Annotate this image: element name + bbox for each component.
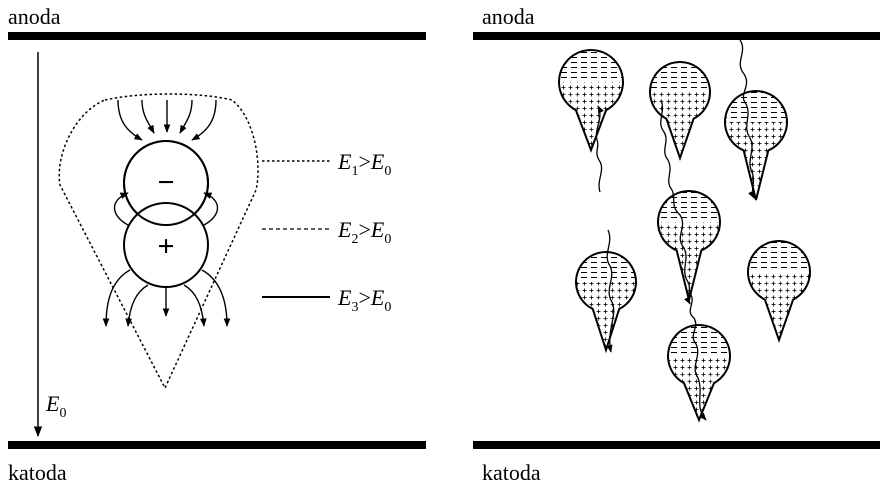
left-anode-plate	[8, 32, 426, 40]
right-panel	[473, 32, 880, 449]
field-e0-label: E0	[45, 391, 66, 421]
right-cathode-label: katoda	[482, 460, 541, 485]
right-anode-label: anoda	[482, 4, 535, 29]
streamer-3	[739, 39, 755, 199]
streamer-5	[688, 291, 707, 421]
droplet	[657, 190, 721, 301]
droplet	[558, 49, 624, 153]
streamer-2	[660, 99, 691, 305]
droplet	[575, 251, 637, 354]
right-cathode-plate	[473, 441, 880, 449]
field-lines-bottom	[102, 269, 231, 327]
droplet	[667, 324, 731, 423]
envelope-e1-dotted	[58, 93, 259, 390]
droplet	[649, 61, 711, 162]
field-lines-side	[113, 192, 219, 226]
droplet	[747, 240, 811, 344]
legend-label-e3: E3>E0	[337, 285, 391, 315]
left-anode-label: anoda	[8, 4, 61, 29]
left-cathode-plate	[8, 441, 426, 449]
field-lines-top	[117, 99, 217, 141]
droplet-group	[558, 49, 811, 423]
legend-label-e2: E2>E0	[337, 217, 391, 247]
streamer-1	[595, 105, 604, 193]
legend-label-e1: E1>E0	[337, 149, 391, 179]
streamer-4	[606, 229, 615, 353]
sphere-negative-sign: −	[157, 166, 174, 199]
left-cathode-label: katoda	[8, 460, 67, 485]
left-panel: − + E1>E0 E2>E0 E3>E0 E0	[8, 32, 426, 449]
sphere-positive-sign: +	[157, 230, 174, 263]
droplet	[724, 90, 788, 201]
streamer-paths	[595, 39, 755, 421]
right-anode-plate	[473, 32, 880, 40]
